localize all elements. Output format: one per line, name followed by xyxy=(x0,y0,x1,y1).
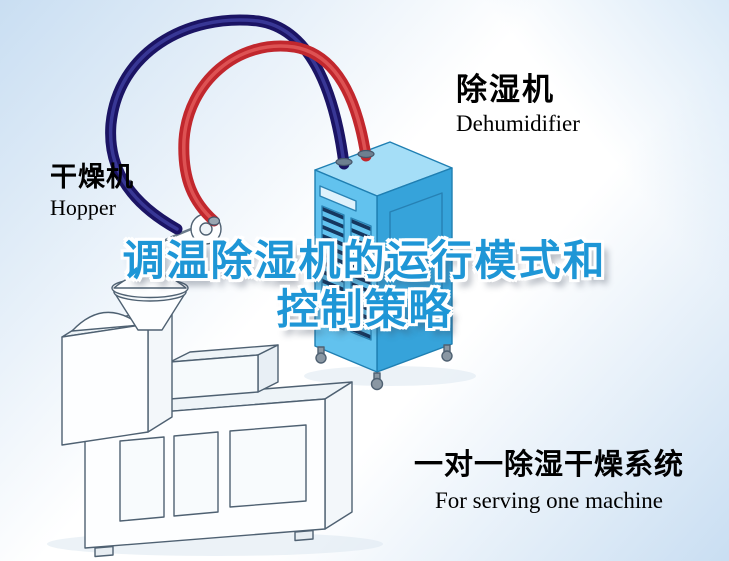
side-door-handle xyxy=(433,243,437,255)
hopper-illustration xyxy=(111,213,222,331)
hoses xyxy=(105,14,372,235)
dehumidifier-label: 除湿机 Dehumidifier xyxy=(456,72,580,136)
extruder-machine-illustration xyxy=(61,308,353,558)
hopper-label: 干燥机 Hopper xyxy=(50,162,134,221)
machine-door-panel xyxy=(119,436,165,522)
dehumidifier-label-cn: 除湿机 xyxy=(456,72,555,107)
hopper-dome xyxy=(113,272,187,289)
system-caption-cn: 一对一除湿干燥系统 xyxy=(413,449,684,481)
caster-wheels xyxy=(315,344,453,391)
red-hose-highlight xyxy=(182,44,368,223)
vent-grille xyxy=(321,205,345,331)
hose-port xyxy=(335,157,353,167)
navy-hose-highlight xyxy=(108,18,346,231)
hopper-label-en: Hopper xyxy=(50,195,116,221)
blower-hub xyxy=(199,222,213,236)
feed-section-front xyxy=(61,323,149,446)
control-panel xyxy=(319,185,357,212)
page-title: 调温除湿机的运行模式和 控制策略 xyxy=(0,236,729,334)
dehumidifier-label-en: Dehumidifier xyxy=(456,110,580,136)
page-title-line1: 调温除湿机的运行模式和 xyxy=(122,237,607,284)
side-door-outline xyxy=(389,192,443,326)
machine-door-panel xyxy=(173,431,219,517)
system-caption: 一对一除湿干燥系统 For serving one machine xyxy=(404,449,694,513)
hose-port xyxy=(357,149,375,159)
hose-connectors xyxy=(207,149,375,226)
page-title-line2: 控制策略 xyxy=(276,286,453,333)
hose-fitting xyxy=(207,216,221,226)
vent-grille xyxy=(350,217,372,341)
hopper-cap-base xyxy=(136,257,164,267)
machine-foot xyxy=(94,545,114,558)
system-caption-en: For serving one machine xyxy=(434,487,664,513)
barrel-box-front xyxy=(169,354,259,400)
machine-foot xyxy=(294,529,314,542)
machine-door-panel xyxy=(229,424,307,508)
dehumidifier-illustration xyxy=(314,141,453,391)
hopper-label-cn: 干燥机 xyxy=(50,162,134,192)
machine-end-face xyxy=(324,381,353,530)
